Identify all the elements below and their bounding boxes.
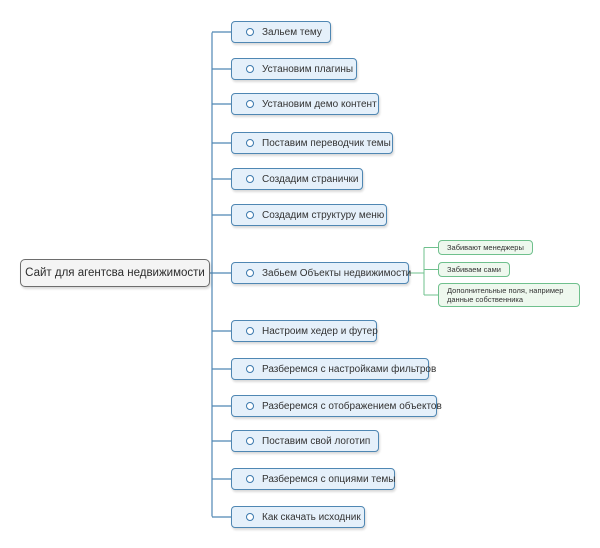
branch-topic[interactable]: Забьем Объекты недвижимости	[231, 262, 412, 284]
branch-topic-label: Установим демо контент	[262, 98, 377, 110]
branch-topic-label: Разберемся с опциями темы	[262, 473, 396, 485]
circle-bullet-icon	[246, 28, 254, 36]
subtopic[interactable]: Дополнительные поля, например данные соб…	[438, 283, 580, 307]
branch-topic[interactable]: Настроим хедер и футер	[231, 320, 378, 342]
circle-bullet-icon	[246, 475, 254, 483]
branch-topic[interactable]: Разберемся с настройками фильтров	[231, 358, 436, 380]
branch-topic[interactable]: Установим плагины	[231, 58, 357, 80]
circle-bullet-icon	[246, 175, 254, 183]
circle-bullet-icon	[246, 100, 254, 108]
subtopic-label: Дополнительные поля, например данные соб…	[447, 286, 564, 304]
branch-topic[interactable]: Как скачать исходник	[231, 506, 365, 528]
circle-bullet-icon	[246, 365, 254, 373]
circle-bullet-icon	[246, 269, 254, 277]
subtopic[interactable]: Забиваем сами	[438, 262, 510, 277]
branch-topic[interactable]: Создадим структуру меню	[231, 204, 387, 226]
subtopic-label: Забивают менеджеры	[447, 243, 524, 252]
branch-topic-label: Забьем Объекты недвижимости	[262, 267, 412, 279]
branch-topic[interactable]: Разберемся с опциями темы	[231, 468, 395, 490]
root-topic[interactable]: Сайт для агентсва недвижимости	[20, 259, 210, 287]
circle-bullet-icon	[246, 327, 254, 335]
branch-topic[interactable]: Поставим переводчик темы	[231, 132, 393, 154]
branch-topic-label: Зальем тему	[262, 26, 322, 38]
branch-topic[interactable]: Разберемся с отображением объектов	[231, 395, 442, 417]
branch-topic-label: Поставим свой логотип	[262, 435, 371, 447]
branch-topic-label: Установим плагины	[262, 63, 354, 75]
circle-bullet-icon	[246, 513, 254, 521]
circle-bullet-icon	[246, 211, 254, 219]
circle-bullet-icon	[246, 437, 254, 445]
branch-topic-label: Разберемся с отображением объектов	[262, 400, 442, 412]
circle-bullet-icon	[246, 139, 254, 147]
branch-topic[interactable]: Создадим странички	[231, 168, 363, 190]
branch-topic[interactable]: Установим демо контент	[231, 93, 379, 115]
root-topic-label: Сайт для агентсва недвижимости	[25, 267, 205, 279]
branch-topic[interactable]: Поставим свой логотип	[231, 430, 379, 452]
branch-topic-label: Создадим странички	[262, 173, 359, 185]
branch-topic-label: Разберемся с настройками фильтров	[262, 363, 437, 375]
branch-topic-label: Создадим структуру меню	[262, 209, 385, 221]
branch-topic-label: Как скачать исходник	[262, 511, 361, 523]
branch-topic-label: Настроим хедер и футер	[262, 325, 378, 337]
subtopic[interactable]: Забивают менеджеры	[438, 240, 533, 255]
subtopic-label: Забиваем сами	[447, 265, 501, 274]
circle-bullet-icon	[246, 65, 254, 73]
branch-topic[interactable]: Зальем тему	[231, 21, 331, 43]
branch-topic-label: Поставим переводчик темы	[262, 137, 391, 149]
circle-bullet-icon	[246, 402, 254, 410]
